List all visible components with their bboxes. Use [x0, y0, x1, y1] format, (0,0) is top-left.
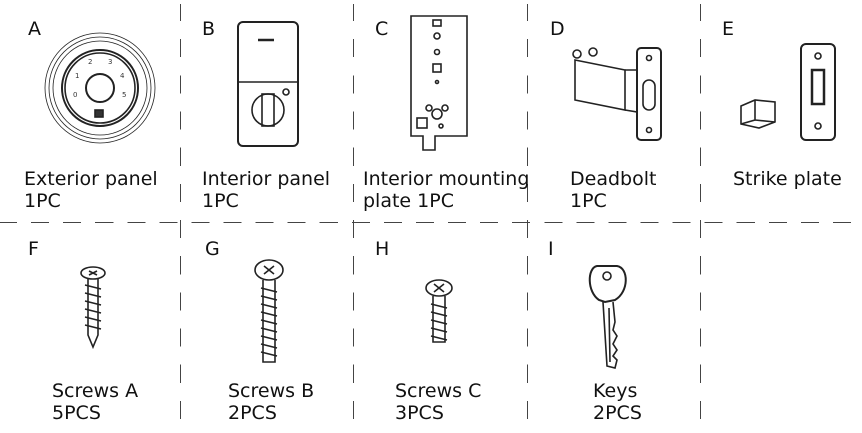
mounting-plate-image: [410, 15, 468, 151]
part-letter: H: [375, 238, 390, 260]
key-image: [588, 265, 627, 369]
part-letter: G: [205, 238, 220, 260]
part-name: Exterior panel: [24, 168, 158, 190]
deadbolt-image: [572, 47, 662, 141]
part-letter: A: [28, 18, 41, 40]
part-qty: 1PC: [570, 190, 607, 212]
svg-text:2: 2: [88, 58, 92, 66]
divider: [353, 4, 354, 433]
part-name: Interior mounting: [363, 168, 530, 190]
exterior-panel-image: 2 3 1 4 0 5: [44, 32, 156, 144]
screw-b-image: [254, 259, 284, 363]
part-letter: F: [28, 238, 39, 260]
svg-text:3: 3: [108, 58, 112, 66]
part-qty: 1PC: [24, 190, 61, 212]
part-letter: E: [722, 18, 735, 40]
divider: [180, 4, 181, 433]
part-letter: D: [550, 18, 565, 40]
divider: [0, 222, 862, 223]
part-name: Deadbolt: [570, 168, 657, 190]
part-name: Screws A: [52, 380, 139, 402]
part-qty: 5PCS: [52, 402, 101, 424]
svg-text:1: 1: [75, 72, 79, 80]
part-qty: 3PCS: [395, 402, 444, 424]
divider: [700, 4, 701, 433]
part-letter: I: [548, 238, 554, 260]
part-name-2: plate 1PC: [363, 190, 454, 212]
strike-plate-image: [740, 43, 836, 141]
part-name: Screws B: [228, 380, 315, 402]
part-name: Keys: [593, 380, 638, 402]
svg-text:0: 0: [73, 91, 77, 99]
part-qty: 1PC: [202, 190, 239, 212]
part-qty: 2PCS: [228, 402, 277, 424]
interior-panel-image: [237, 21, 299, 147]
screw-c-image: [425, 279, 453, 343]
part-qty: 2PCS: [593, 402, 642, 424]
part-name: Strike plate: [733, 168, 842, 190]
svg-text:4: 4: [120, 72, 125, 80]
part-letter: B: [202, 18, 216, 40]
screw-a-image: [80, 266, 106, 350]
svg-text:5: 5: [122, 91, 126, 99]
part-name: Screws C: [395, 380, 482, 402]
part-letter: C: [375, 18, 389, 40]
divider: [527, 4, 528, 433]
part-name: Interior panel: [202, 168, 331, 190]
